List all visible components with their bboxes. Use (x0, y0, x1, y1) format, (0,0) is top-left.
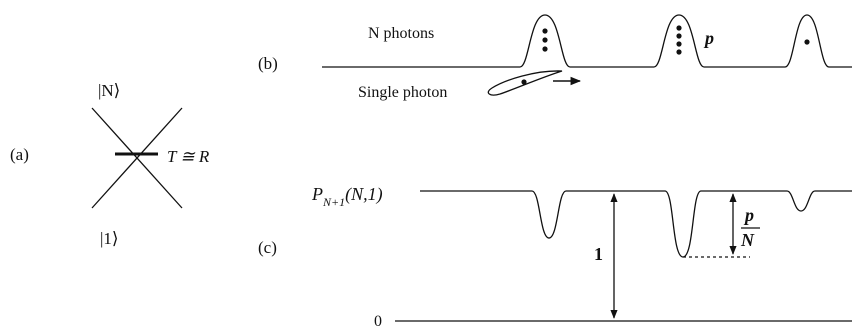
pulse-1-dots (542, 28, 548, 52)
ket-n-label: |N⟩ (98, 81, 120, 100)
pulse-3-dots (804, 39, 810, 45)
probability-curve (420, 190, 852, 258)
panel-c: (c) PN+1(N,1) 0 1 p N (258, 184, 852, 330)
zero-label: 0 (374, 313, 382, 330)
panel-c-label: (c) (258, 238, 277, 257)
single-photon-pulse (487, 70, 563, 96)
panel-a: (a) |N⟩ |1⟩ T ≅ R (10, 81, 210, 248)
panel-b: (b) N photons Single photon p (258, 14, 852, 101)
transmission-reflection-label: T ≅ R (167, 147, 210, 166)
probability-label: PN+1(N,1) (311, 184, 383, 209)
panel-b-label: (b) (258, 54, 278, 73)
beam-line-diag2 (91, 107, 183, 209)
p-label: p (703, 28, 714, 48)
n-photons-label: N photons (368, 25, 434, 42)
ratio-denominator: N (740, 230, 755, 250)
ratio-numerator: p (743, 205, 754, 225)
photon-pulse-train (322, 14, 852, 68)
unit-arrow-label: 1 (594, 244, 603, 264)
panel-a-label: (a) (10, 145, 29, 164)
ket-1-label: |1⟩ (100, 229, 119, 248)
single-photon-dot (521, 79, 527, 85)
single-photon-label: Single photon (358, 84, 447, 101)
pulse-2-dots (676, 25, 682, 55)
